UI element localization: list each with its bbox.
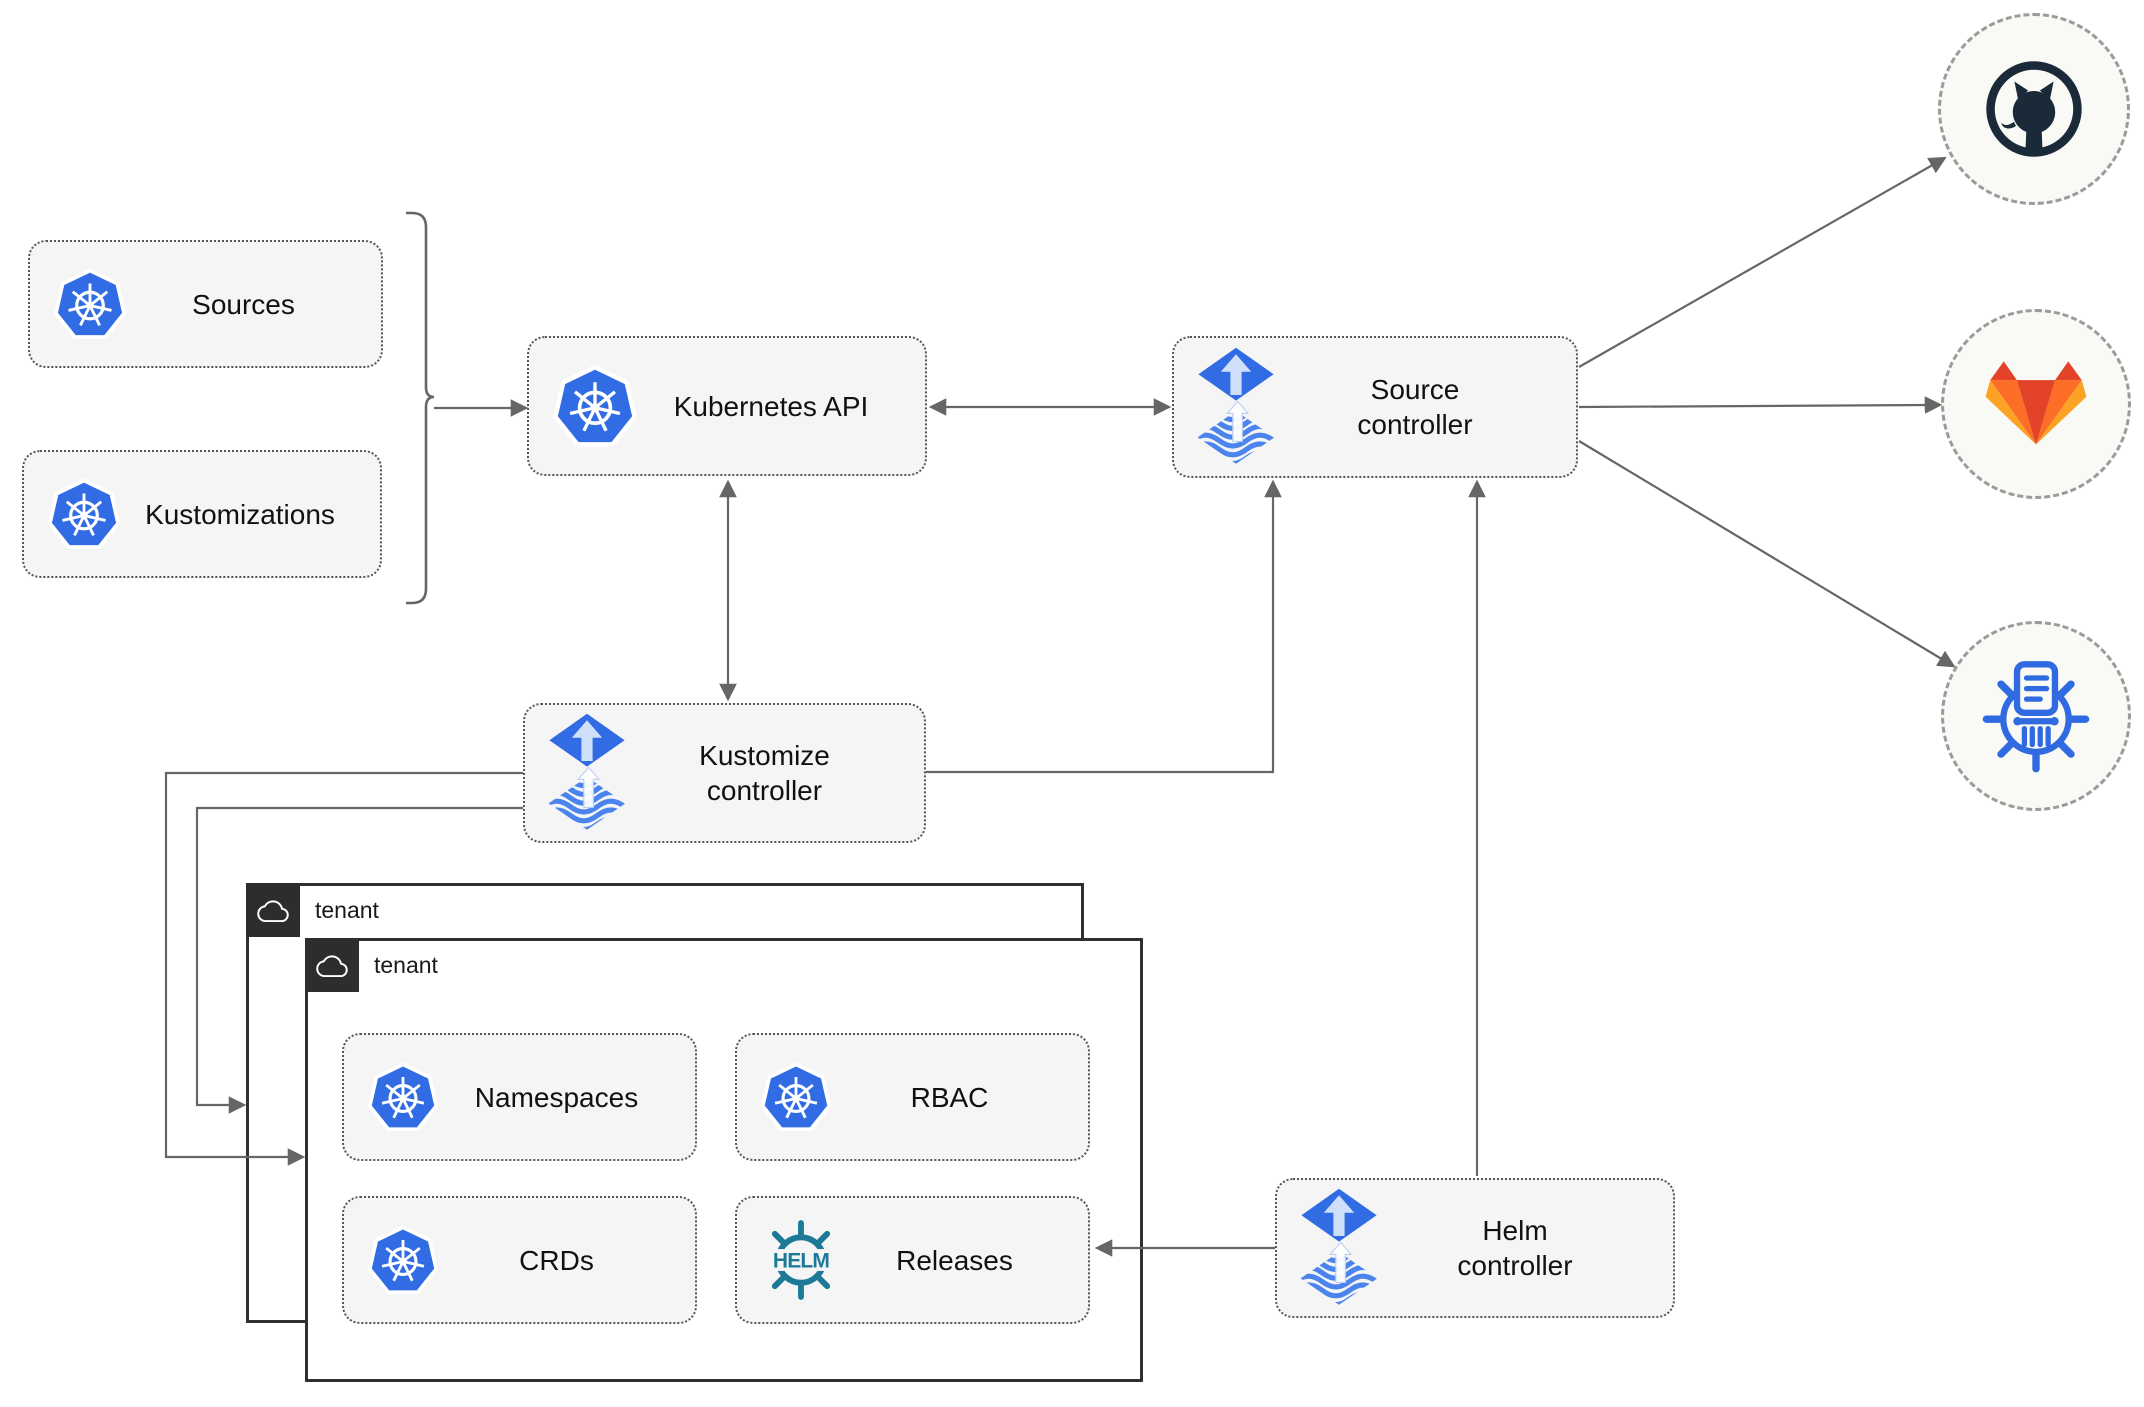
kubernetes-icon bbox=[759, 1060, 833, 1134]
edge-source-chartmuseum bbox=[1578, 440, 1956, 668]
node-sources: Sources bbox=[28, 240, 383, 368]
node-releases: Releases bbox=[735, 1196, 1090, 1324]
node-namespaces: Namespaces bbox=[342, 1033, 697, 1161]
node-kustomize-controller: Kustomize controller bbox=[523, 703, 926, 843]
flux-icon bbox=[547, 713, 627, 833]
github-octocat-icon bbox=[1981, 56, 2087, 162]
edge-source-github bbox=[1578, 156, 1947, 368]
node-label: RBAC bbox=[910, 1081, 989, 1113]
node-label: Sources bbox=[192, 288, 295, 320]
edge-bracket bbox=[406, 211, 435, 605]
node-label: Kubernetes API bbox=[673, 390, 869, 422]
kubernetes-icon bbox=[366, 1223, 440, 1297]
node-source-controller: Source controller bbox=[1172, 336, 1578, 478]
gitlab-tanuki-icon bbox=[1984, 359, 2088, 449]
kubernetes-icon bbox=[366, 1060, 440, 1134]
edge-source-gitlab bbox=[1578, 396, 1943, 414]
tenant-label: tenant bbox=[374, 952, 438, 978]
flux-icon bbox=[1196, 347, 1276, 467]
chartmuseum-icon bbox=[1978, 658, 2094, 774]
node-helm-controller: Helm controller bbox=[1275, 1178, 1675, 1318]
remote-gitlab bbox=[1941, 309, 2131, 499]
node-label: Releases bbox=[896, 1244, 1013, 1276]
node-kubernetes-api: Kubernetes API bbox=[527, 336, 927, 476]
node-rbac: RBAC bbox=[735, 1033, 1090, 1161]
helm-icon bbox=[759, 1218, 843, 1302]
node-label: CRDs bbox=[519, 1244, 594, 1276]
kubernetes-icon bbox=[551, 362, 639, 450]
node-label: Kustomizations bbox=[145, 498, 335, 530]
remote-github bbox=[1938, 13, 2130, 205]
node-crds: CRDs bbox=[342, 1196, 697, 1324]
node-kustomizations: Kustomizations bbox=[22, 450, 382, 578]
node-label: Namespaces bbox=[474, 1081, 639, 1113]
tenant-badge bbox=[246, 883, 300, 937]
cloud-icon bbox=[314, 949, 350, 981]
remote-chartmuseum bbox=[1941, 621, 2131, 811]
tenant-badge bbox=[305, 938, 359, 992]
node-label: Helm controller bbox=[1457, 1215, 1573, 1281]
node-label: Kustomize controller bbox=[699, 740, 830, 806]
kubernetes-icon bbox=[46, 476, 122, 552]
cloud-icon bbox=[255, 894, 291, 926]
node-label: Source controller bbox=[1357, 374, 1473, 440]
tenant-label: tenant bbox=[315, 897, 379, 923]
flux-icon bbox=[1299, 1188, 1379, 1308]
edge-kustomize-source bbox=[926, 479, 1282, 774]
kubernetes-icon bbox=[52, 266, 128, 342]
